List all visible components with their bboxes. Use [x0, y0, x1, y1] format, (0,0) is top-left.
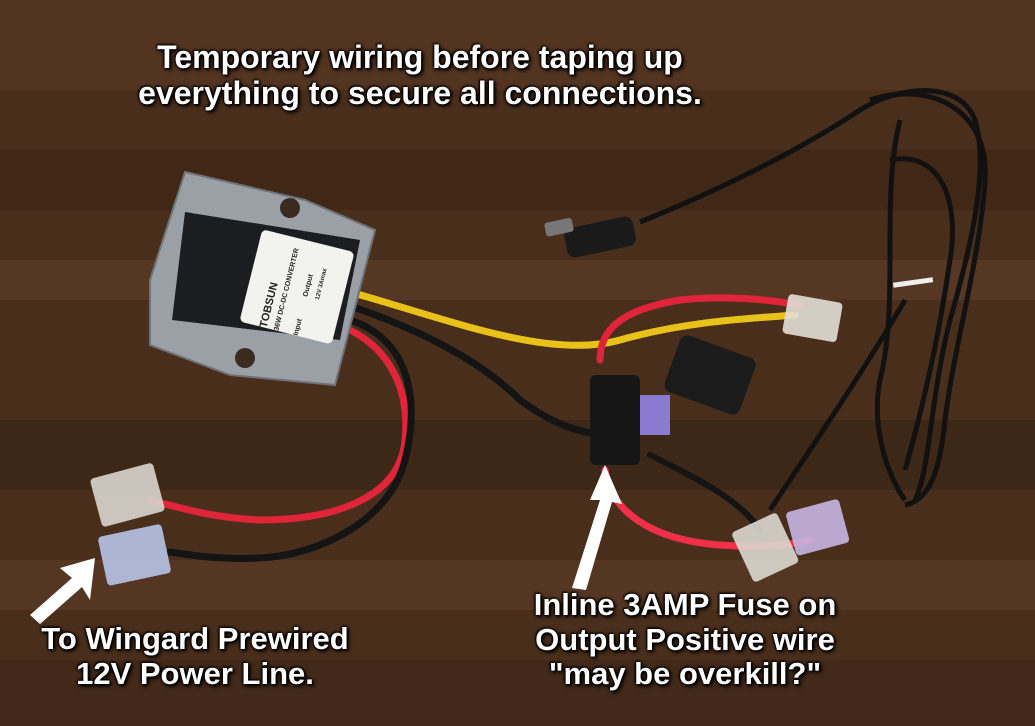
arrow-to-fuse-icon: [572, 465, 622, 590]
converter-label: [240, 230, 354, 344]
converter-input: Input: [293, 317, 304, 336]
lever-connectors: [90, 294, 850, 586]
caption-fuse-2: Output Positive wire: [535, 621, 835, 657]
caption-fuse-1: Inline 3AMP Fuse on: [533, 587, 837, 622]
coiled-power-cable: [639, 88, 988, 512]
caption-fuse: Inline 3AMP Fuse on Output Positive wire…: [480, 587, 890, 692]
caption-top-line1: Temporary wiring before taping up: [157, 39, 683, 75]
inline-fuse-holder: [590, 335, 756, 465]
caption-power-line-2: 12V Power Line.: [76, 655, 314, 691]
arrow-to-power-line-icon: [30, 558, 95, 624]
caption-fuse-3: "may be overkill?": [548, 656, 822, 692]
caption-top-line2: everything to secure all connections.: [138, 74, 702, 111]
caption-power-line-1: To Wingard Prewired: [41, 621, 349, 656]
caption-top: Temporary wiring before taping up everyt…: [80, 39, 760, 112]
barrel-plug: [544, 216, 636, 258]
caption-power-line: To Wingard Prewired 12V Power Line.: [0, 621, 390, 691]
dc-dc-converter: TOBSUN 36W DC-DC CONVERTER Input Output …: [149, 170, 377, 387]
cable-tie: [892, 277, 934, 288]
